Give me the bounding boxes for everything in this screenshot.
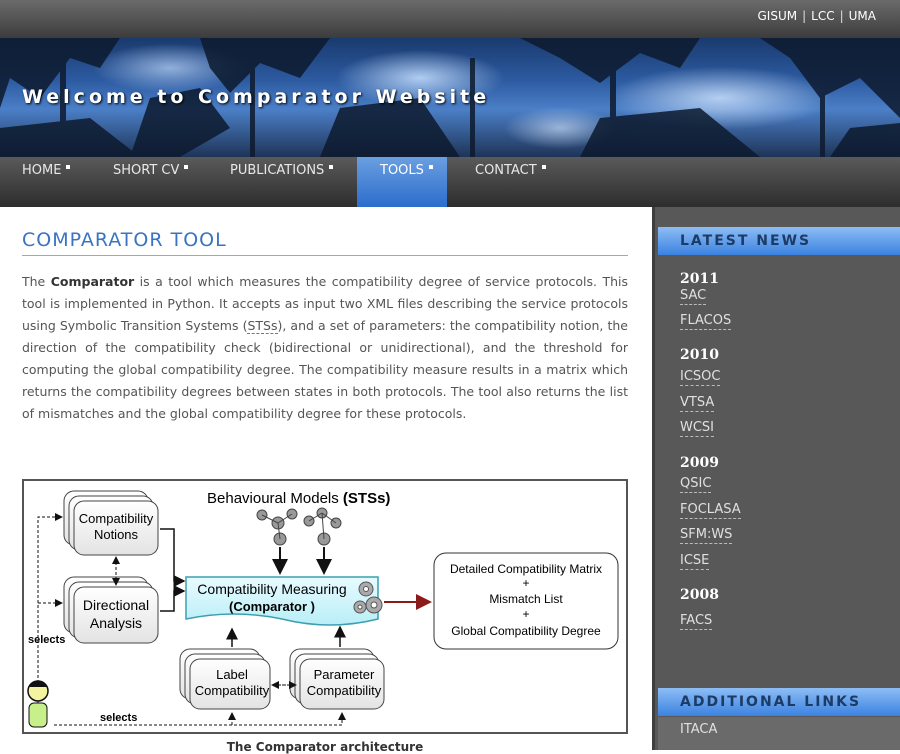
compat-notions-line1: Compatibility bbox=[79, 511, 154, 526]
architecture-diagram: Behavioural Models (STSs) Compatibility … bbox=[22, 479, 628, 734]
sts-graph-left-icon bbox=[256, 508, 298, 546]
sts-graph-right-icon bbox=[303, 507, 342, 546]
svg-text:Detailed Compatibility Matrix: Detailed Compatibility Matrix bbox=[450, 562, 602, 576]
news-link-flacos[interactable]: FLACOS bbox=[680, 313, 732, 330]
news-link-icsoc[interactable]: ICSOC bbox=[680, 369, 721, 386]
top-link-lcc[interactable]: LCC bbox=[811, 9, 835, 23]
svg-text:Compatibility: Compatibility bbox=[307, 683, 382, 698]
intro-paragraph: The Comparator is a tool which measures … bbox=[22, 271, 628, 425]
news-year-2011: 2011 bbox=[680, 271, 719, 287]
main-content: COMPARATOR TOOL The Comparator is a tool… bbox=[0, 207, 652, 754]
nav-publications-label: PUBLICATIONS bbox=[230, 163, 325, 178]
tree-silhouettes bbox=[0, 38, 900, 157]
selects-left-label: selects bbox=[28, 634, 65, 646]
nav-home-label: HOME bbox=[22, 163, 62, 178]
main-nav: HOME SHORT CV PUBLICATIONS TOOLS CONTACT bbox=[0, 157, 900, 207]
news-year-2009: 2009 bbox=[680, 455, 719, 471]
news-link-sac[interactable]: SAC bbox=[680, 288, 707, 305]
gears-icon bbox=[353, 581, 383, 614]
separator: | bbox=[802, 9, 807, 23]
nav-tools-label: TOOLS bbox=[380, 163, 424, 178]
diagram-caption: The Comparator architecture bbox=[226, 740, 424, 754]
directional-line1: Directional bbox=[83, 597, 149, 613]
intro-text-2: is a tool which measures the compatibili… bbox=[22, 274, 628, 333]
page-title: COMPARATOR TOOL bbox=[22, 229, 227, 251]
square-bullet-icon bbox=[184, 165, 189, 169]
svg-text:Label: Label bbox=[216, 667, 248, 682]
nav-short-cv-label: SHORT CV bbox=[113, 163, 180, 178]
top-link-uma[interactable]: UMA bbox=[848, 9, 876, 23]
news-link-facs[interactable]: FACS bbox=[680, 613, 713, 630]
top-bar: GISUM | LCC | UMA bbox=[0, 0, 900, 38]
comparator-label: (Comparator ) bbox=[229, 599, 315, 614]
compat-notions-line2: Notions bbox=[94, 527, 139, 542]
nav-short-cv[interactable]: SHORT CV bbox=[90, 157, 208, 207]
label-compatibility-box: Label Compatibility bbox=[179, 648, 271, 710]
header-banner: Welcome to Comparator Website bbox=[0, 38, 900, 157]
additional-link-itaca[interactable]: ITACA bbox=[680, 722, 718, 737]
svg-text:+: + bbox=[522, 576, 529, 590]
top-links: GISUM | LCC | UMA bbox=[758, 9, 877, 23]
measuring-label: Compatibility Measuring bbox=[197, 581, 346, 597]
news-link-qsic[interactable]: QSIC bbox=[680, 476, 712, 493]
output-box: Detailed Compatibility Matrix + Mismatch… bbox=[433, 552, 619, 650]
intro-text-3: ), and a set of parameters: the compatib… bbox=[22, 318, 628, 421]
architecture-svg: Behavioural Models (STSs) Compatibility … bbox=[27, 490, 619, 728]
news-year-2010: 2010 bbox=[680, 347, 719, 363]
intro-text-1: The bbox=[22, 274, 51, 289]
compatibility-measuring-box: Compatibility Measuring (Comparator ) bbox=[185, 576, 383, 626]
news-link-vtsa[interactable]: VTSA bbox=[680, 395, 715, 412]
nav-tools[interactable]: TOOLS bbox=[357, 157, 447, 207]
news-link-icse[interactable]: ICSE bbox=[680, 553, 710, 570]
svg-text:Global Compatibility Degree: Global Compatibility Degree bbox=[451, 624, 601, 638]
news-year-2008: 2008 bbox=[680, 587, 719, 603]
nav-contact[interactable]: CONTACT bbox=[447, 157, 557, 207]
intro-bold-comparator: Comparator bbox=[50, 274, 135, 289]
parameter-compatibility-box: Parameter Compatibility bbox=[289, 648, 385, 710]
directional-analysis-box: Directional Analysis bbox=[63, 576, 159, 644]
svg-text:Mismatch List: Mismatch List bbox=[489, 592, 563, 606]
nav-publications[interactable]: PUBLICATIONS bbox=[208, 157, 357, 207]
news-link-foclasa[interactable]: FOCLASA bbox=[680, 502, 741, 519]
additional-links-area bbox=[658, 717, 900, 750]
square-bullet-icon bbox=[329, 165, 334, 169]
additional-links-heading: ADDITIONAL LINKS bbox=[658, 688, 900, 716]
separator: | bbox=[839, 9, 844, 23]
directional-line2: Analysis bbox=[90, 615, 142, 631]
square-bullet-icon bbox=[428, 165, 433, 169]
diagram-top-label: Behavioural Models (STSs) bbox=[207, 490, 390, 507]
selects-bottom-label: selects bbox=[100, 712, 137, 724]
compatibility-notions-box: Compatibility Notions bbox=[63, 490, 159, 556]
svg-text:+: + bbox=[522, 607, 529, 621]
square-bullet-icon bbox=[66, 165, 71, 169]
svg-text:Parameter: Parameter bbox=[314, 667, 375, 682]
sidebar: LATEST NEWS 2011 SAC FLACOS 2010 ICSOC V… bbox=[652, 207, 900, 750]
nav-contact-label: CONTACT bbox=[475, 163, 537, 178]
latest-news-heading: LATEST NEWS bbox=[658, 227, 900, 255]
news-link-wcsi[interactable]: WCSI bbox=[680, 420, 715, 437]
square-bullet-icon bbox=[541, 165, 546, 169]
news-link-sfm-ws[interactable]: SFM:WS bbox=[680, 527, 733, 544]
nav-home[interactable]: HOME bbox=[0, 157, 90, 207]
banner-title: Welcome to Comparator Website bbox=[22, 86, 491, 108]
title-divider bbox=[22, 255, 628, 256]
svg-text:Compatibility: Compatibility bbox=[195, 683, 270, 698]
abbr-stss[interactable]: STSs bbox=[247, 318, 278, 334]
user-icon bbox=[27, 680, 49, 728]
top-link-gisum[interactable]: GISUM bbox=[757, 9, 798, 23]
